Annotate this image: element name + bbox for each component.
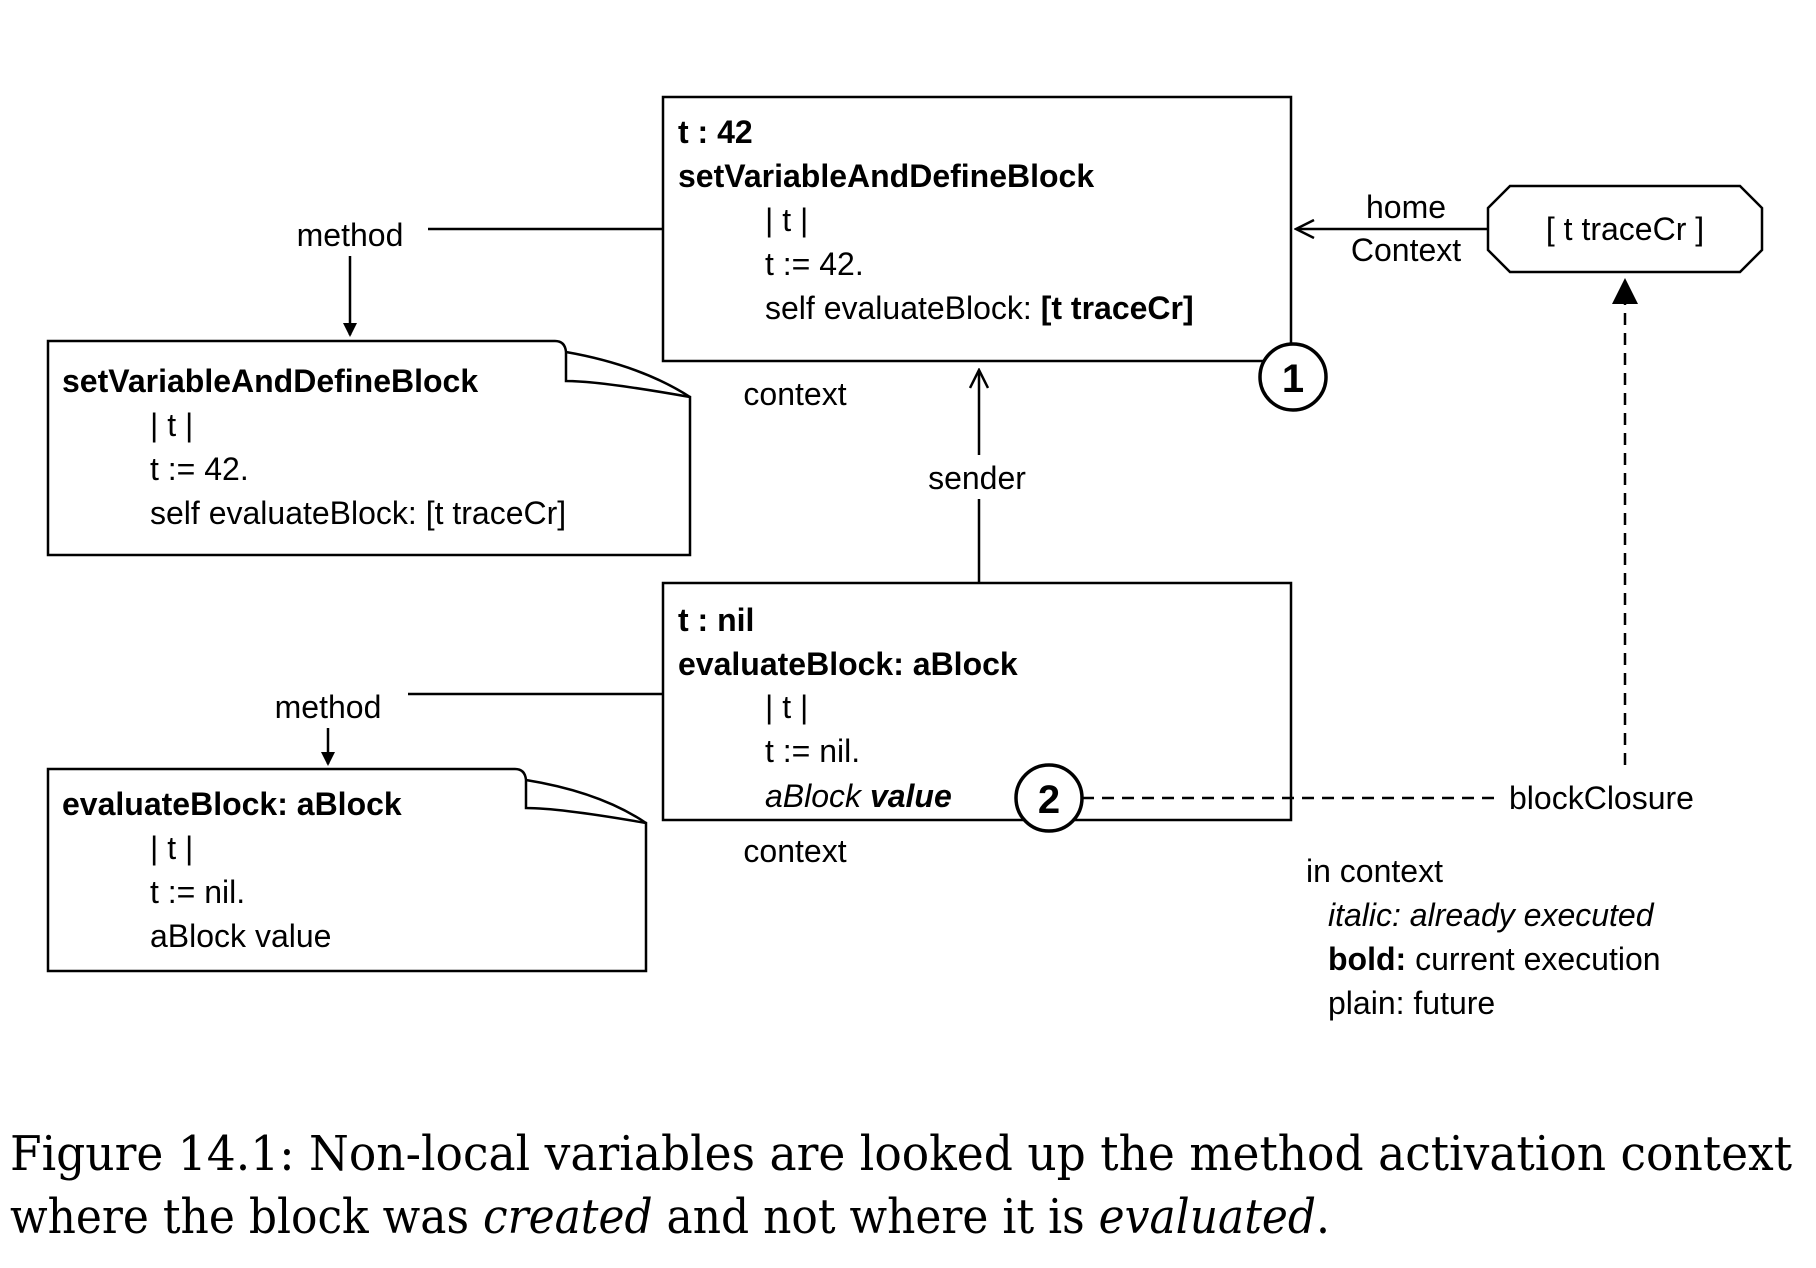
context2-line3: aBlock value [765, 778, 952, 814]
marker-1: 1 [1258, 342, 1328, 412]
block-closure-box: [ t traceCr ] [1486, 184, 1764, 274]
method2-line3: aBlock value [150, 918, 331, 954]
context-box-2: t : nil evaluateBlock: aBlock | t | t :=… [661, 581, 1293, 822]
method1-title: setVariableAndDefineBlock [62, 363, 478, 399]
context-box-1: t : 42 setVariableAndDefineBlock | t | t… [661, 95, 1293, 363]
legend-italic: italic: already executed [1328, 897, 1655, 933]
method2-title: evaluateBlock: aBlock [62, 786, 402, 822]
sender-label: sender [928, 460, 1026, 496]
context1-line3: self evaluateBlock: [t traceCr] [765, 290, 1194, 326]
caption-line-1: Figure 14.1: Non-local variables are loo… [10, 1126, 1792, 1182]
method1-line1: | t | [150, 407, 193, 443]
method2-line1: | t | [150, 830, 193, 866]
method1-line2: t := 42. [150, 451, 249, 487]
method-note-1: setVariableAndDefineBlock | t | t := 42.… [46, 339, 692, 557]
context1-method: setVariableAndDefineBlock [678, 158, 1094, 194]
marker-2: 2 [1014, 763, 1084, 833]
context1-line1: | t | [765, 202, 808, 238]
home-context-label: Context [1351, 232, 1461, 268]
legend-title: in context [1306, 853, 1443, 889]
block-label: [ t traceCr ] [1546, 211, 1704, 247]
method1-line3: self evaluateBlock: [t traceCr] [150, 495, 566, 531]
home-label: home [1366, 189, 1446, 225]
context2-method: evaluateBlock: aBlock [678, 646, 1018, 682]
method-label-top: method [297, 217, 404, 253]
figure-caption: Figure 14.1: Non-local variables are loo… [10, 1126, 1792, 1245]
legend: in context italic: already executed bold… [1306, 853, 1661, 1021]
method2-line2: t := nil. [150, 874, 245, 910]
caption-line-2: where the block was created and not wher… [10, 1189, 1330, 1245]
svg-text:2: 2 [1038, 778, 1060, 822]
legend-plain: plain: future [1328, 985, 1495, 1021]
context-label-top: context [743, 376, 846, 412]
block-closure-arrowhead [1612, 278, 1638, 304]
method-note-2: evaluateBlock: aBlock | t | t := nil. aB… [46, 767, 648, 973]
legend-bold: bold: current execution [1328, 941, 1661, 977]
context1-line2: t := 42. [765, 246, 864, 282]
block-closure-label: blockClosure [1509, 780, 1694, 816]
context1-var: t : 42 [678, 114, 753, 150]
svg-text:1: 1 [1282, 357, 1304, 401]
context2-line2: t := nil. [765, 733, 860, 769]
method-label-bottom: method [275, 689, 382, 725]
context-label-bottom: context [743, 833, 846, 869]
context2-line1: | t | [765, 689, 808, 725]
context2-var: t : nil [678, 602, 754, 638]
